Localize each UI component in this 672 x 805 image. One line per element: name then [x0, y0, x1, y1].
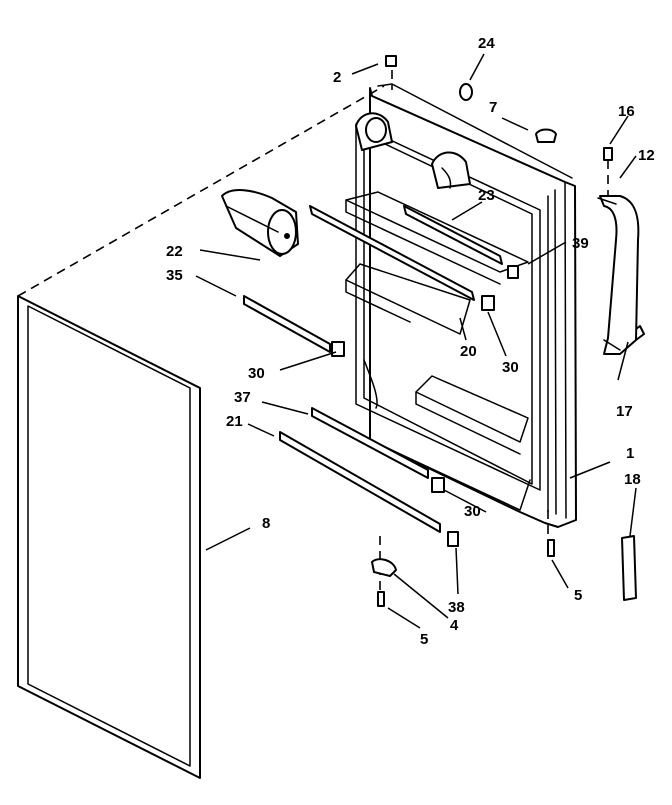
shelf-bars [243, 205, 503, 533]
leader-lines [195, 53, 637, 629]
callout-20: 20 [460, 343, 477, 360]
screw-5-right [547, 539, 555, 557]
hinge-4 [371, 558, 397, 577]
callout-12: 12 [638, 147, 655, 164]
door-handle [597, 195, 640, 355]
clip-39 [507, 265, 519, 279]
trim-strip [621, 535, 637, 601]
callout-23: 23 [478, 187, 495, 204]
callout-39: 39 [572, 235, 589, 252]
callout-35: 35 [166, 267, 183, 284]
callout-8: 8 [262, 515, 270, 532]
callout-7: 7 [489, 99, 497, 116]
shelf-bar-37 [311, 407, 429, 479]
shelf-bar-21 [279, 431, 441, 533]
clip-30-middle [481, 295, 495, 311]
alignment-lines [17, 70, 609, 600]
callout-17: 17 [616, 403, 633, 420]
callout-16: 16 [618, 103, 635, 120]
cap-7 [535, 128, 557, 143]
clip-30-lower [431, 477, 445, 493]
dairy-door-cover [221, 189, 299, 257]
shelf-bar-23 [403, 205, 503, 265]
door-liner [345, 83, 577, 528]
callout-5-left: 5 [420, 631, 428, 648]
callout-labels: 2 24 7 16 12 23 39 22 35 20 30 30 37 21 … [166, 35, 655, 648]
shelf-bar-upper [309, 205, 475, 301]
callout-18: 18 [624, 471, 641, 488]
screw-16 [603, 147, 613, 161]
callout-2: 2 [333, 69, 341, 86]
nut-24 [459, 83, 473, 101]
screw-5-left [377, 591, 385, 607]
callout-30-right: 30 [502, 359, 519, 376]
callout-21: 21 [226, 413, 243, 430]
hardware [371, 55, 645, 607]
callout-22: 22 [166, 243, 183, 260]
callout-4: 4 [450, 617, 459, 634]
callout-37: 37 [234, 389, 251, 406]
callout-38: 38 [448, 599, 465, 616]
callout-1: 1 [626, 445, 634, 462]
callout-5-right: 5 [574, 587, 582, 604]
callout-30-lower: 30 [464, 503, 481, 520]
shelf-bar-35 [243, 295, 331, 353]
door-gasket [17, 295, 201, 779]
callout-30-left: 30 [248, 365, 265, 382]
clip-38 [447, 531, 459, 547]
plug-2 [385, 55, 397, 67]
clip-30-left [331, 341, 345, 357]
callout-24: 24 [478, 35, 495, 52]
